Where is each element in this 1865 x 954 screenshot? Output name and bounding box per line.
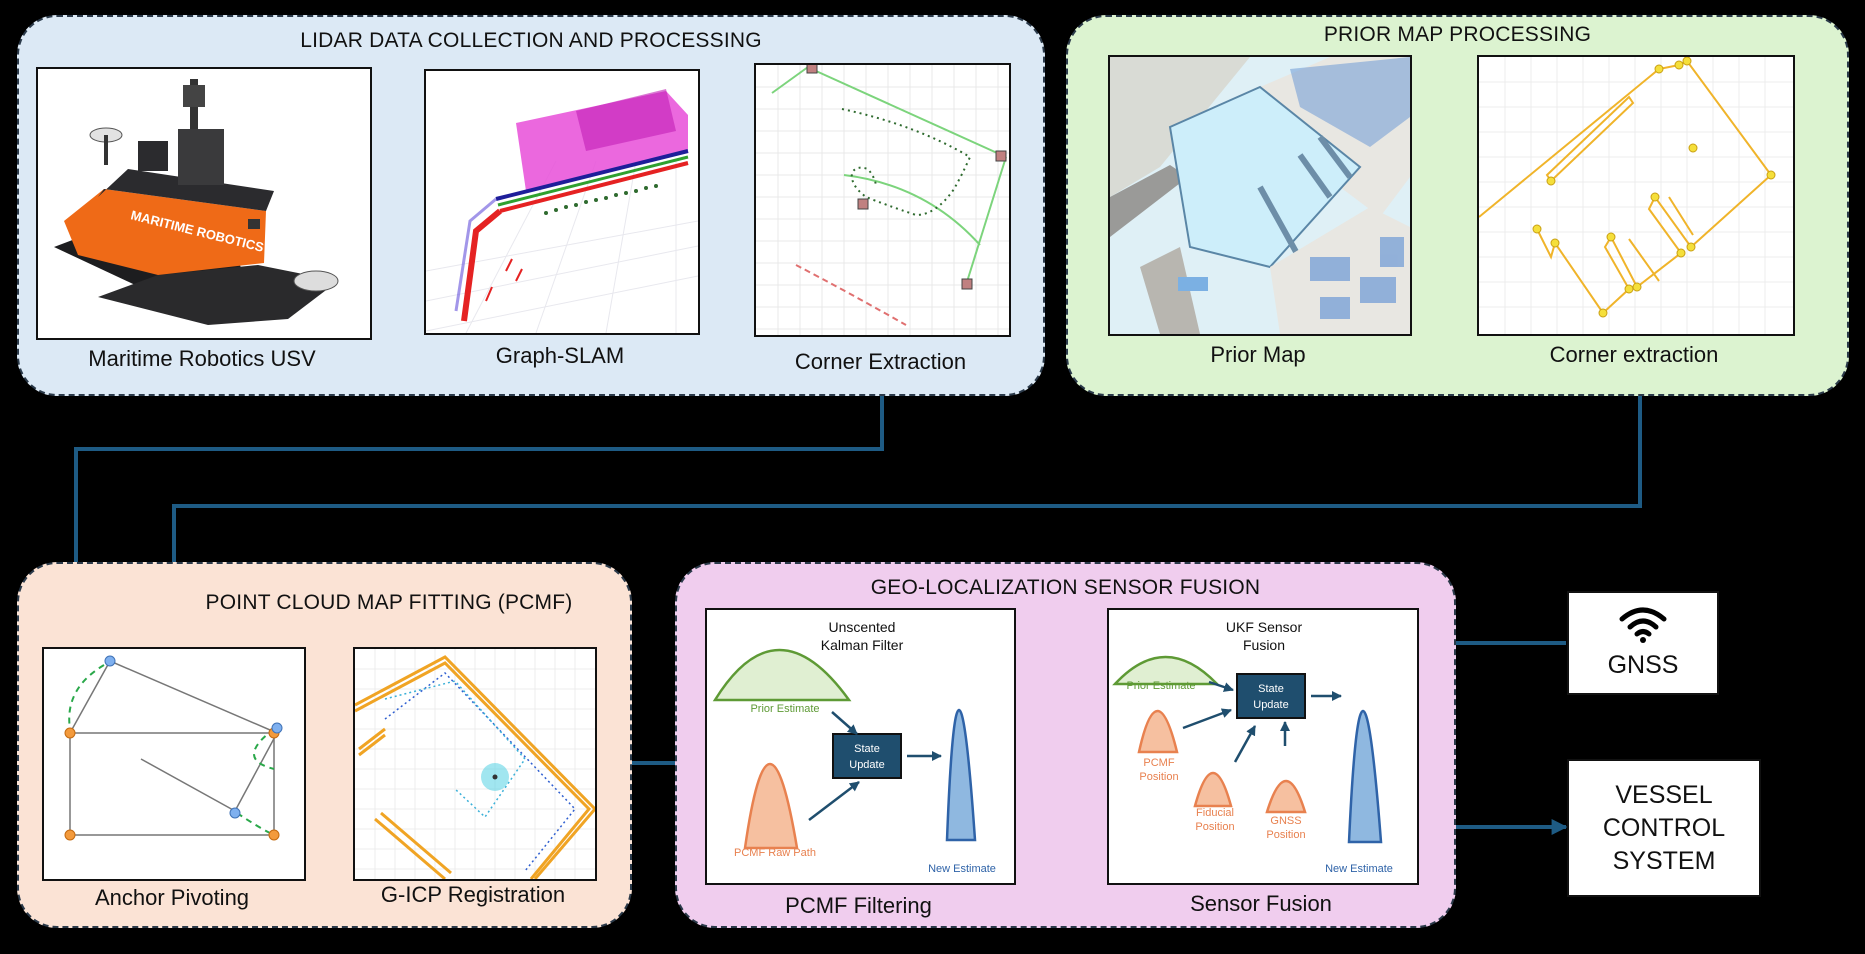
ukf-raw-curve <box>743 762 799 850</box>
fusion-fiducial-curve <box>1193 772 1233 808</box>
ukf-state-line1: State <box>854 743 880 755</box>
corner-extraction-plot <box>756 65 1009 335</box>
vessel-line2: CONTROL <box>1602 813 1726 842</box>
ukf-new-label: New Estimate <box>928 863 996 875</box>
fusion-state-update <box>1236 673 1306 719</box>
anchor-pivoting-diagram <box>44 649 304 879</box>
fusion-gnss-line1: GNSS <box>1270 815 1301 827</box>
fusion-prior-curve <box>1112 655 1220 686</box>
ukf-raw-label: PCMF Raw Path <box>734 847 816 859</box>
prior-map-image <box>1108 55 1412 336</box>
fusion-title-line1: UKF Sensor <box>1226 619 1303 635</box>
ukf-new-curve <box>945 709 977 842</box>
prior-map-chart <box>1110 57 1410 334</box>
gicp-caption: G-ICP Registration <box>380 882 566 907</box>
ukf-prior-label: Prior Estimate <box>750 703 819 715</box>
ukf-filter-diagram: Unscented Kalman Filter Prior Estimate P… <box>712 619 996 875</box>
lidar-panel-title: LIDAR DATA COLLECTION AND PROCESSING <box>300 29 762 52</box>
anchor-pivoting-caption: Anchor Pivoting <box>94 885 250 910</box>
ukf-state-line2: Update <box>849 759 884 771</box>
fusion-pcmf-curve <box>1137 709 1179 754</box>
vessel-line1: VESSEL <box>1615 780 1713 809</box>
wire-lidar-to-anchor <box>68 395 884 647</box>
gnss-box: GNSS <box>1567 591 1719 695</box>
geo-panel-title: GEO-LOCALIZATION SENSOR FUSION <box>870 576 1261 599</box>
fusion-gnss-curve <box>1265 779 1307 814</box>
fusion-gnss-line2: Position <box>1266 829 1305 841</box>
prior-corner-plot <box>1479 57 1793 334</box>
fusion-state-line2: Update <box>1253 699 1288 711</box>
vessel-control-box: VESSEL CONTROL SYSTEM <box>1567 759 1761 897</box>
sensor-fusion-caption: Sensor Fusion <box>1190 891 1332 916</box>
ukf-title-line2: Kalman Filter <box>821 637 904 653</box>
fusion-new-label: New Estimate <box>1325 863 1393 875</box>
fusion-prior-label: Prior Estimate <box>1126 680 1195 692</box>
ukf-state-update <box>832 733 902 779</box>
anchor-pivoting-image <box>42 647 306 881</box>
sensor-fusion-diagram: UKF Sensor Fusion Prior Estimate PCMF Po… <box>1112 619 1393 875</box>
fusion-title-line2: Fusion <box>1243 637 1285 653</box>
graph-slam-caption: Graph-SLAM <box>495 343 625 368</box>
gicp-image <box>353 647 597 881</box>
prior-map-caption: Prior Map <box>1210 342 1306 367</box>
prior-corner-caption: Corner extraction <box>1549 342 1719 367</box>
fusion-fiducial-line2: Position <box>1195 821 1234 833</box>
usv-illustration: MARITIME ROBOTICS <box>38 69 370 338</box>
gnss-label: GNSS <box>1607 650 1679 679</box>
fusion-state-line1: State <box>1258 683 1284 695</box>
corner-extraction-caption: Corner Extraction <box>794 349 967 374</box>
pcmf-panel-title: POINT CLOUD MAP FITTING (PCMF) <box>205 591 573 614</box>
ukf-title-line1: Unscented <box>829 619 896 635</box>
gicp-registration-plot <box>355 649 595 879</box>
graph-slam-pointcloud <box>426 71 698 333</box>
sensor-fusion-box: UKF Sensor Fusion Prior Estimate PCMF Po… <box>1107 608 1419 885</box>
prior-corner-image <box>1477 55 1795 336</box>
pcmf-filtering-caption: PCMF Filtering <box>785 893 932 918</box>
usv-caption: Maritime Robotics USV <box>88 346 316 371</box>
ukf-prior-curve <box>712 648 852 702</box>
ukf-filter-box: Unscented Kalman Filter Prior Estimate P… <box>705 608 1016 885</box>
corner-extraction-image <box>754 63 1011 337</box>
vessel-line3: SYSTEM <box>1612 846 1716 875</box>
prior-map-panel-title: PRIOR MAP PROCESSING <box>1323 23 1592 46</box>
fusion-fiducial-line1: Fiducial <box>1196 807 1234 819</box>
usv-photo: MARITIME ROBOTICS <box>36 67 372 340</box>
fusion-pcmf-line2: Position <box>1139 771 1178 783</box>
fusion-new-curve <box>1347 710 1383 844</box>
fusion-pcmf-line1: PCMF <box>1143 757 1174 769</box>
graph-slam-image <box>424 69 700 335</box>
wifi-icon <box>1619 607 1667 643</box>
